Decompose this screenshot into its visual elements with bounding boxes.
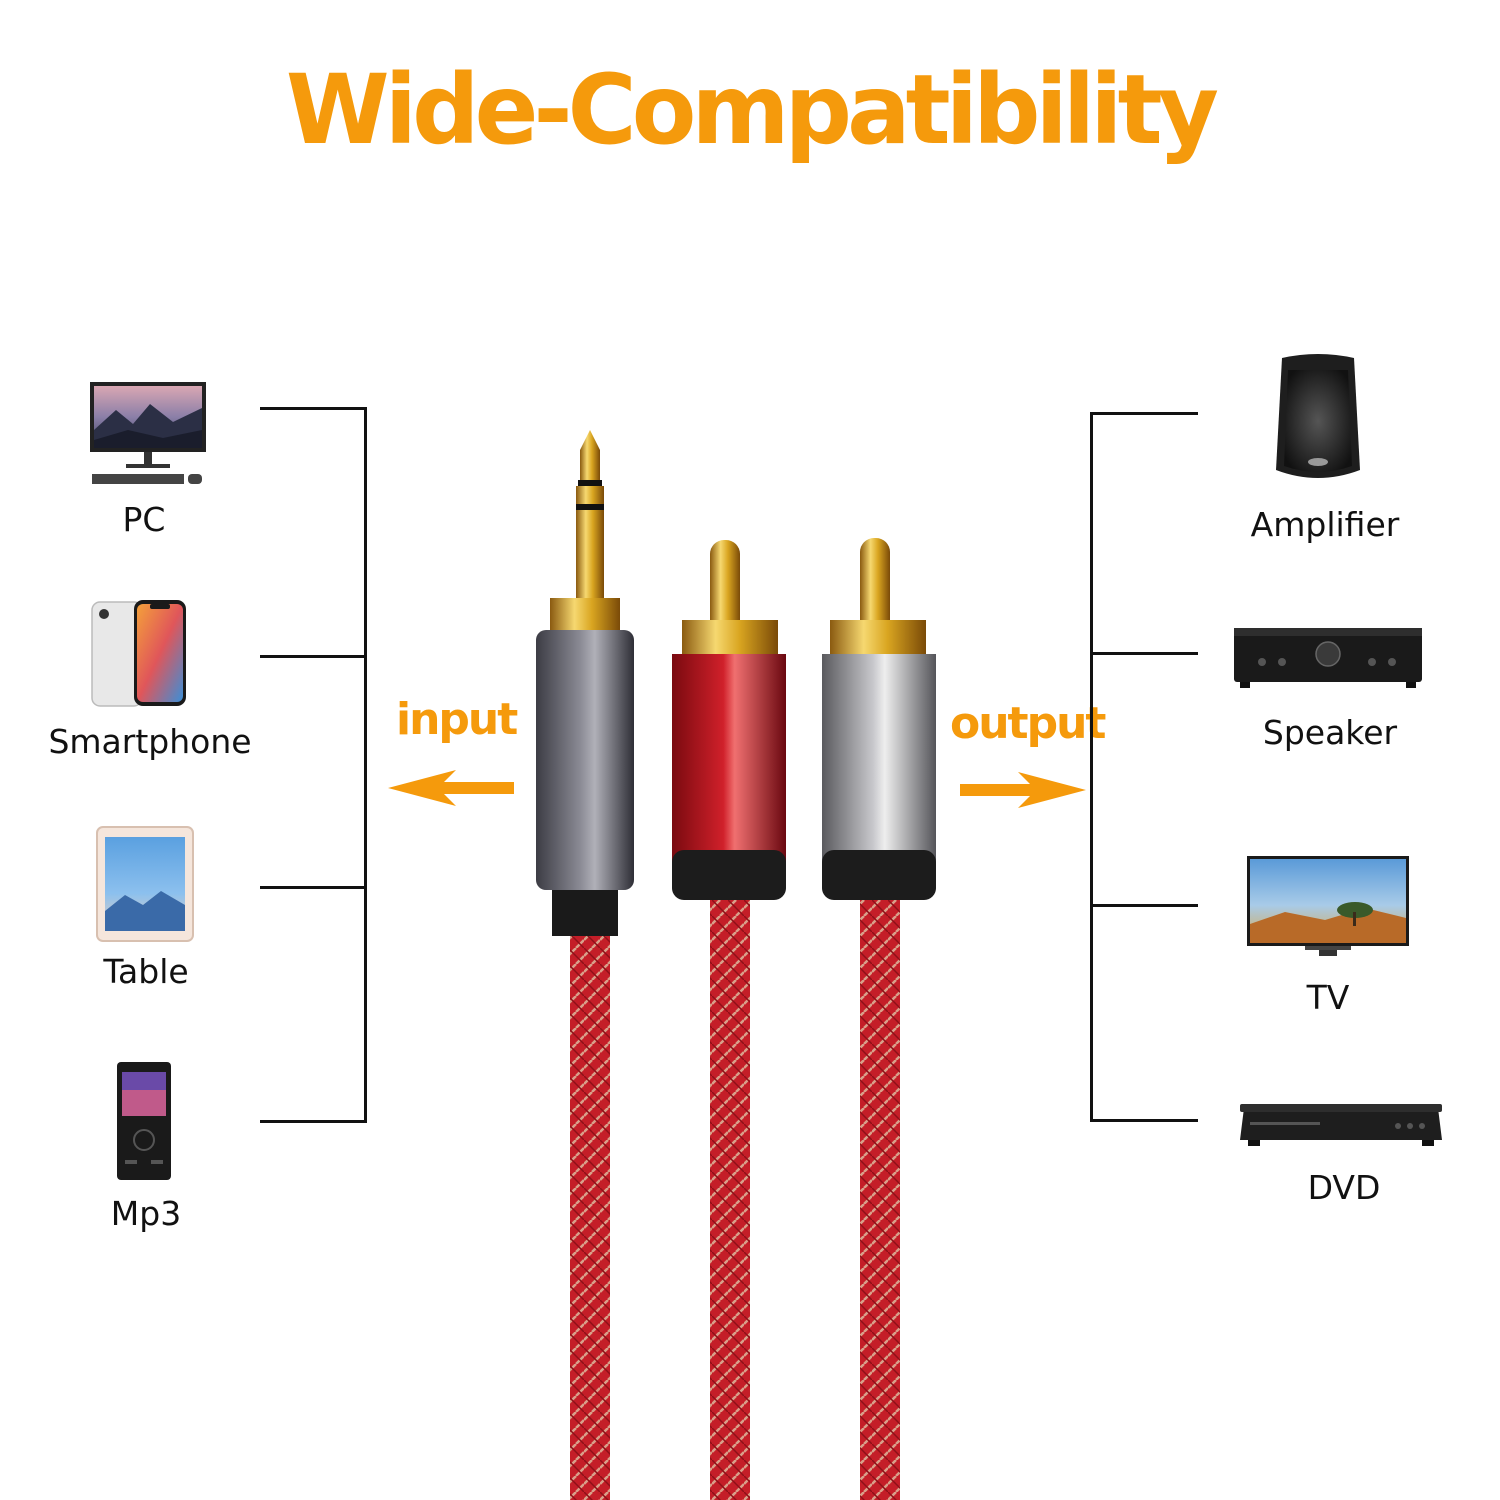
device-label-speaker: Speaker (1262, 713, 1398, 752)
left-arrow-icon (388, 770, 516, 806)
input-bracket-vertical (364, 407, 367, 1123)
input-bracket-tick-mp3 (260, 1120, 367, 1123)
device-label-tv: TV (1306, 978, 1350, 1017)
output-bracket-tick-speaker (1090, 652, 1198, 655)
output-bracket-tick-tv (1090, 904, 1198, 907)
input-bracket-tick-smartphone (260, 655, 367, 658)
mp3-player-icon (115, 1060, 173, 1182)
device-label-mp3: Mp3 (110, 1194, 182, 1233)
smartphone-icon (90, 598, 190, 710)
input-bracket-tick-pc (260, 407, 367, 410)
device-label-pc: PC (122, 500, 166, 539)
speaker-cabinet-icon (1272, 350, 1364, 486)
device-label-amplifier: Amplifier (1250, 505, 1400, 544)
audio-cable-image (520, 420, 960, 1500)
device-label-dvd: DVD (1307, 1168, 1381, 1207)
input-label: input (396, 694, 518, 745)
page-title: Wide-Compatibility (285, 54, 1219, 166)
device-label-smartphone: Smartphone (48, 722, 252, 761)
dvd-player-icon (1238, 1100, 1444, 1150)
output-bracket-tick-amplifier (1090, 412, 1198, 415)
output-bracket-tick-dvd (1090, 1119, 1198, 1122)
device-label-table: Table (103, 952, 189, 991)
tablet-icon (95, 825, 195, 943)
output-bracket-vertical (1090, 412, 1093, 1122)
pc-monitor-icon (88, 380, 208, 490)
tv-icon (1245, 854, 1411, 958)
input-bracket-tick-table (260, 886, 367, 889)
right-arrow-icon (958, 772, 1086, 808)
amplifier-receiver-icon (1232, 624, 1424, 690)
output-label: output (950, 698, 1106, 749)
